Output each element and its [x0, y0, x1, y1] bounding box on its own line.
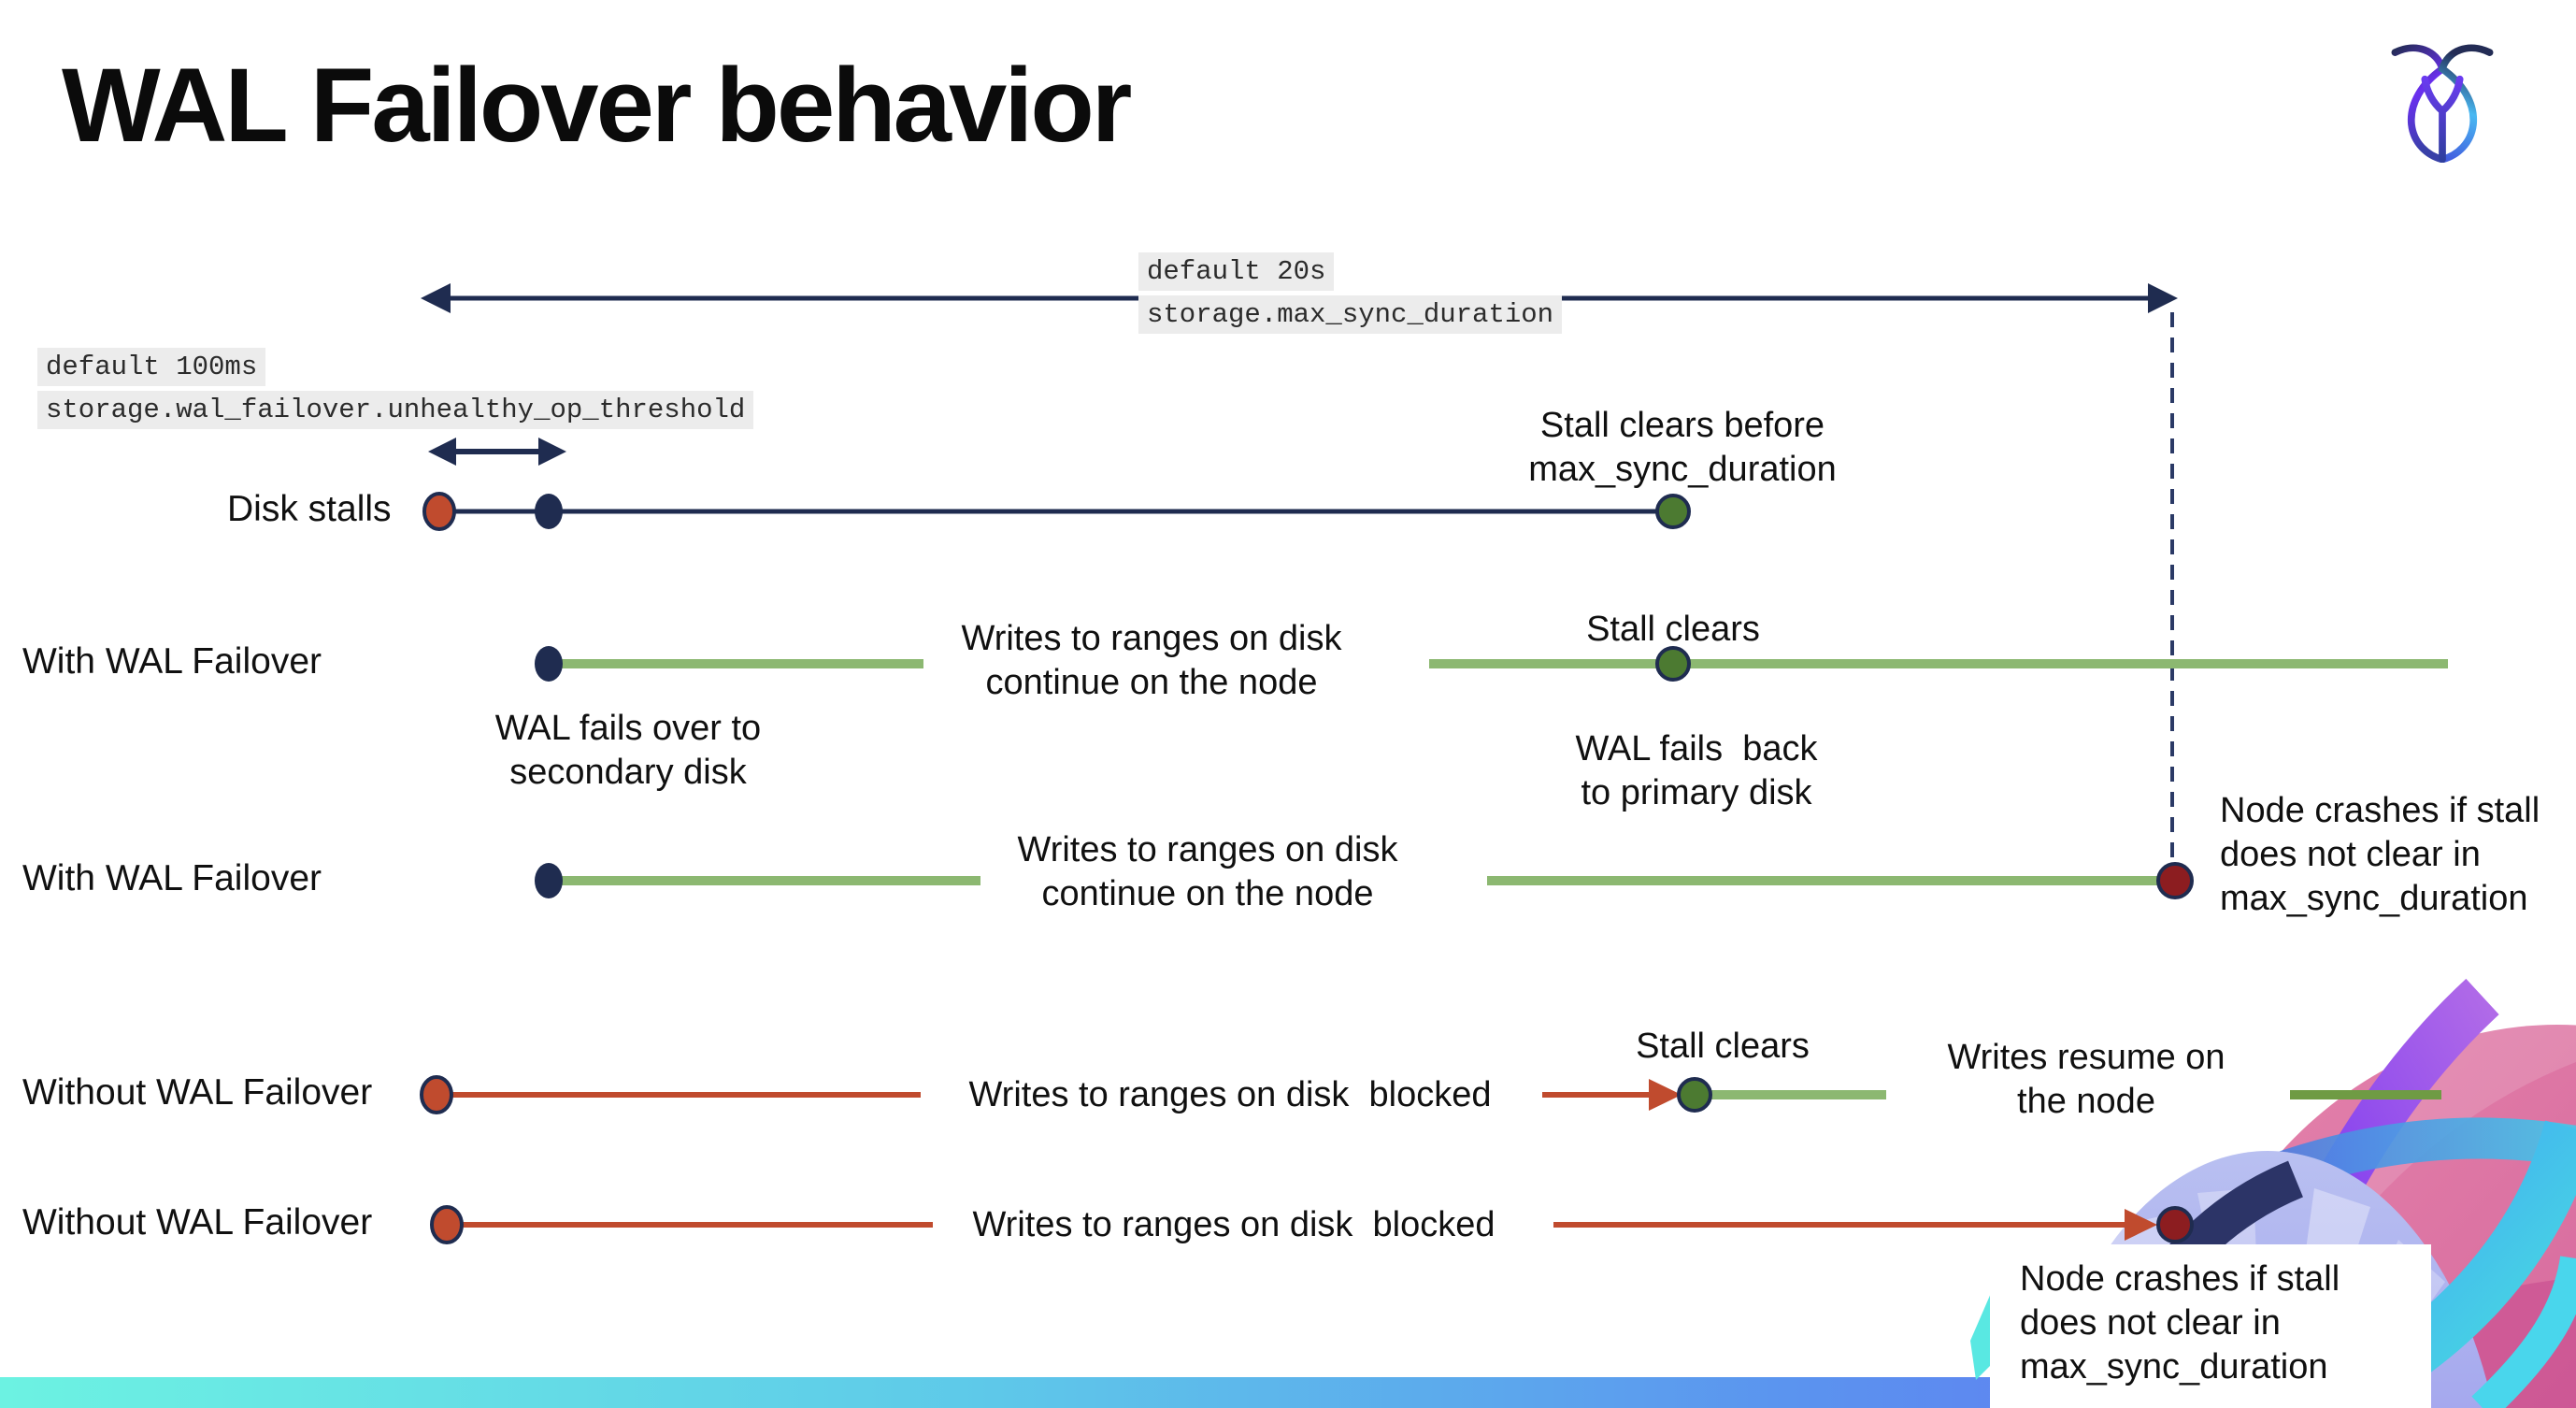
cockroachdb-logo-icon — [2391, 44, 2494, 163]
note-writes-continue-2: Writes to ranges on disk continue on the… — [1017, 830, 1398, 913]
failover-dot — [535, 646, 563, 682]
note-node-crashes-mid: Node crashes if stall does not clear in … — [2220, 791, 2540, 918]
note-wal-fails-over: WAL fails over to secondary disk — [494, 709, 762, 792]
note-writes-continue-1: Writes to ranges on disk continue on the… — [961, 619, 1342, 702]
row-label-disk-stalls: Disk stalls — [227, 489, 392, 529]
failover-dot — [535, 863, 563, 898]
stall-start-dot — [420, 1075, 453, 1114]
note-stall-clears-before: Stall clears before max_sync_duration — [1528, 406, 1837, 489]
annotation-max-sync-duration: default 20s storage.max_sync_duration — [1138, 252, 1563, 338]
unhealthy-op-threshold-arrow — [428, 438, 566, 466]
annotation-unhealthy-op-threshold: default 100ms storage.wal_failover.unhea… — [37, 348, 754, 434]
node-crashes-callout: Node crashes if stall does not clear in … — [1990, 1244, 2431, 1408]
note-wal-fails-back: WAL fails back to primary disk — [1575, 729, 1818, 812]
annotation-setting-name: storage.max_sync_duration — [1138, 295, 1563, 334]
note-writes-blocked-2: Writes to ranges on disk blocked — [972, 1205, 1496, 1244]
stall-clears-dot — [1655, 494, 1691, 529]
row-label-with-wal-failover-2: With WAL Failover — [22, 858, 322, 898]
row-disk-stalls — [422, 492, 1691, 531]
page-title: WAL Failover behavior — [62, 47, 1132, 164]
row-with-wal-failover-1 — [535, 646, 2448, 682]
node-crash-dot — [2156, 862, 2194, 899]
annotation-default-value: default 20s — [1138, 252, 1335, 291]
annotation-setting-name: storage.wal_failover.unhealthy_op_thresh… — [37, 391, 754, 429]
stall-clears-dot — [1655, 646, 1691, 682]
note-writes-blocked-1: Writes to ranges on disk blocked — [968, 1075, 1492, 1114]
threshold-dot — [535, 494, 563, 529]
row-label-with-wal-failover-1: With WAL Failover — [22, 641, 322, 682]
note-writes-resume: Writes resume on the node — [1947, 1038, 2225, 1121]
row-label-without-wal-failover-1: Without WAL Failover — [22, 1072, 373, 1113]
stall-start-dot — [422, 492, 456, 531]
note-stall-clears-bottom: Stall clears — [1636, 1027, 1810, 1066]
note-stall-clears-mid: Stall clears — [1586, 610, 1760, 649]
note-node-crashes-bottom: Node crashes if stall does not clear in … — [2020, 1259, 2340, 1386]
row-label-without-wal-failover-2: Without WAL Failover — [22, 1202, 373, 1243]
annotation-default-value: default 100ms — [37, 348, 266, 386]
stall-start-dot — [430, 1205, 464, 1244]
stall-clears-dot — [1677, 1077, 1712, 1113]
